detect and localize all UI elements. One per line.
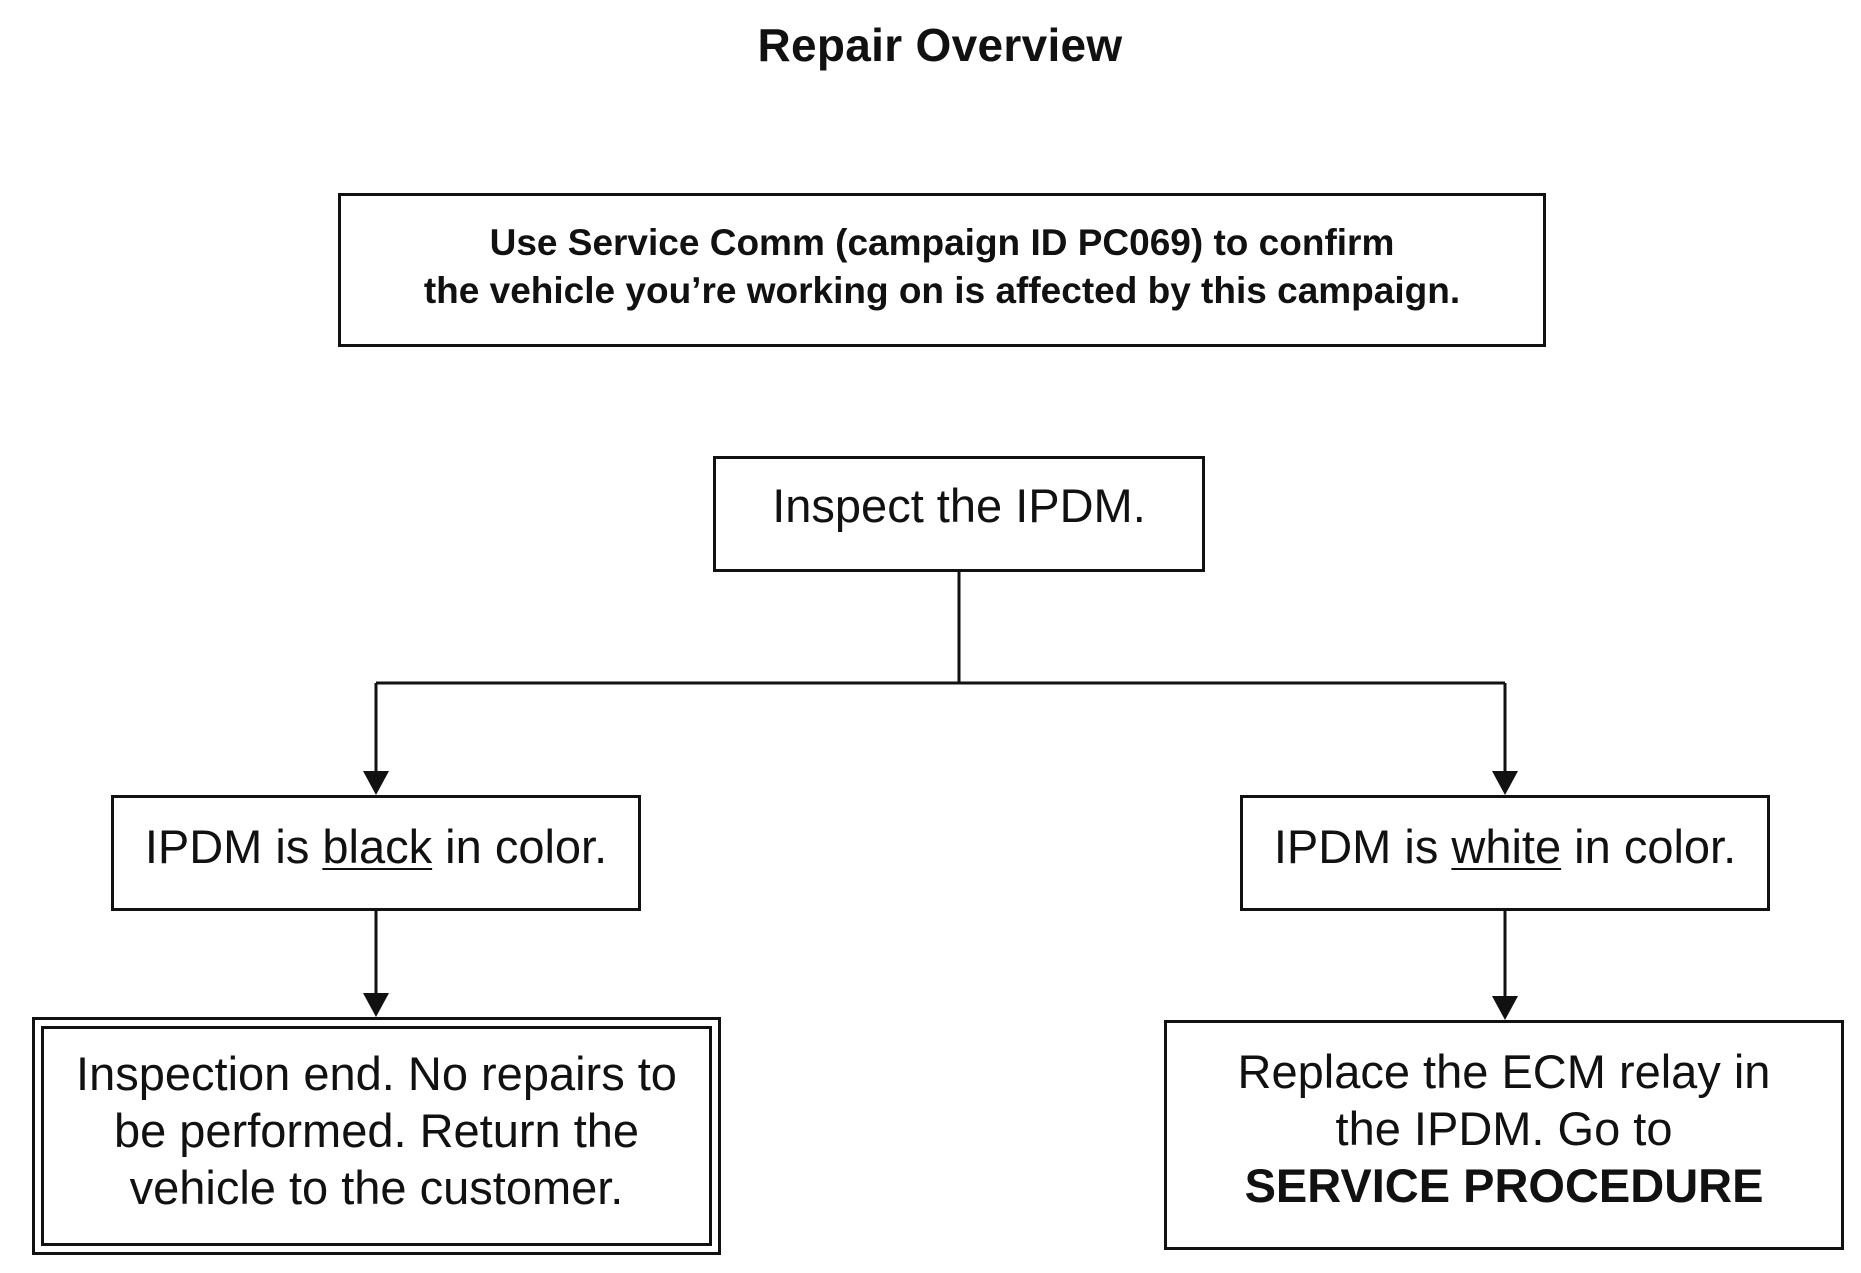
- inspection-end-inner-frame: Inspection end. No repairs to be perform…: [41, 1026, 712, 1246]
- black-underlined: black: [322, 819, 433, 873]
- confirm-line-1: Use Service Comm (campaign ID PC069) to …: [489, 222, 1395, 263]
- replace-relay-text: Replace the ECM relay in the IPDM. Go to…: [1237, 1044, 1771, 1212]
- white-underlined: white: [1451, 819, 1562, 873]
- replace-relay-box: Replace the ECM relay in the IPDM. Go to…: [1164, 1020, 1844, 1250]
- arrowhead-end: [363, 993, 389, 1017]
- confirm-campaign-box: Use Service Comm (campaign ID PC069) to …: [338, 193, 1546, 347]
- arrowhead-black: [363, 771, 389, 795]
- ipdm-white-box: IPDM is white in color.: [1240, 795, 1770, 911]
- arrowhead-white: [1492, 771, 1518, 795]
- inspect-ipdm-text: Inspect the IPDM.: [772, 478, 1146, 532]
- inspection-end-box: Inspection end. No repairs to be perform…: [32, 1017, 721, 1255]
- ipdm-black-text: IPDM is black in color.: [144, 819, 608, 873]
- ipdm-black-box: IPDM is black in color.: [111, 795, 641, 911]
- inspect-ipdm-box: Inspect the IPDM.: [713, 456, 1205, 572]
- diagram-title: Repair Overview: [757, 19, 1123, 71]
- inspection-end-text: Inspection end. No repairs to be perform…: [76, 1046, 677, 1214]
- arrowhead-replace: [1492, 996, 1518, 1020]
- service-procedure-reference: SERVICE PROCEDURE: [1244, 1158, 1764, 1212]
- ipdm-white-text: IPDM is white in color.: [1273, 819, 1737, 873]
- confirm-line-2: the vehicle you’re working on is affecte…: [423, 270, 1461, 311]
